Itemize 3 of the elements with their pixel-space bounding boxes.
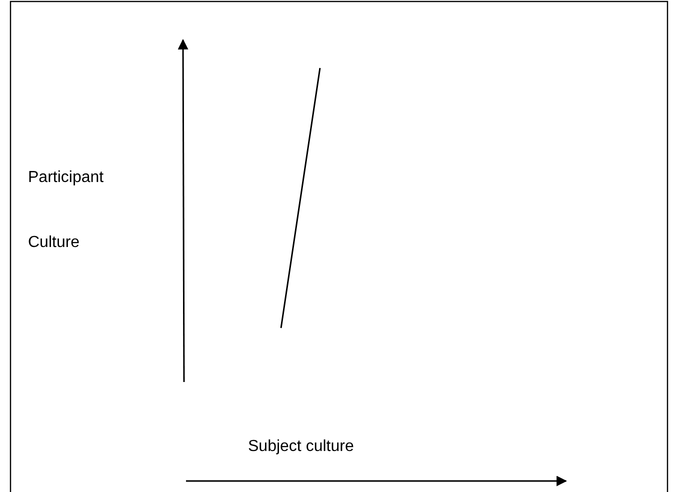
axis-label: Participant <box>28 168 104 188</box>
axis-label: Culture <box>28 233 80 253</box>
axis-label: Subject culture <box>248 437 354 457</box>
